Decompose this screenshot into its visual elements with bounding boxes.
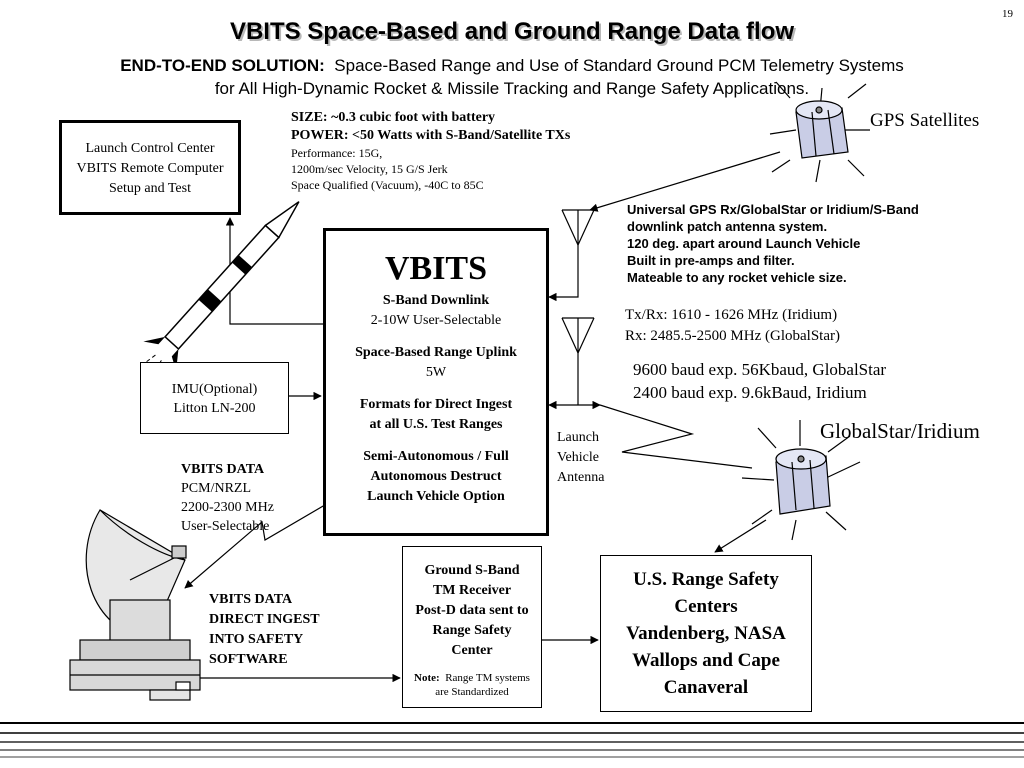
antenna-description: Universal GPS Rx/GlobalStar or Iridium/S… bbox=[627, 201, 919, 286]
frequency-block: Tx/Rx: 1610 - 1626 MHz (Iridium) Rx: 248… bbox=[625, 305, 840, 347]
vbits-sband-title: S-Band Downlink bbox=[382, 293, 490, 308]
vbits-sband-value: 2-10W User-Selectable bbox=[370, 313, 502, 328]
direct-ingest-line-2: DIRECT INGEST bbox=[209, 612, 320, 627]
vbits-formats-2: at all U.S. Test Ranges bbox=[369, 417, 503, 432]
radio-link-dish bbox=[184, 501, 331, 589]
subtitle-line-2: for All High-Dynamic Rocket & Missile Tr… bbox=[214, 79, 810, 98]
vbits-semi-3: Launch Vehicle Option bbox=[367, 489, 505, 504]
receiver-note: Note: Range TM systems are Standardized bbox=[403, 671, 541, 699]
launch-vehicle-antenna-label: Launch Vehicle Antenna bbox=[557, 428, 604, 488]
spec-size: SIZE: ~0.3 cubic foot with battery bbox=[291, 110, 496, 125]
baud-iridium: 2400 baud exp. 9.6kBaud, Iridium bbox=[633, 383, 867, 402]
launch-control-line-3: Setup and Test bbox=[109, 181, 191, 196]
receiver-line-3: Post-D data sent to bbox=[415, 603, 529, 618]
receiver-note-text-2: are Standardized bbox=[435, 686, 509, 698]
direct-ingest-line-3: INTO SAFETY bbox=[209, 632, 304, 647]
vbits-data-format: PCM/NRZL bbox=[181, 481, 252, 496]
subtitle-text-1: Space-Based Range and Use of Standard Gr… bbox=[334, 56, 904, 75]
vbits-main-box: VBITS S-Band Downlink 2-10W User-Selecta… bbox=[323, 228, 549, 536]
subtitle-line-1: END-TO-END SOLUTION: Space-Based Range a… bbox=[0, 56, 1024, 76]
imu-line-2: Litton LN-200 bbox=[173, 401, 256, 416]
vbits-semi-1: Semi-Autonomous / Full bbox=[363, 449, 509, 464]
radio-link-globalstar bbox=[599, 404, 753, 469]
launch-control-line-1: Launch Control Center bbox=[85, 141, 215, 156]
vbits-uplink-title: Space-Based Range Uplink bbox=[355, 345, 517, 360]
range-safety-line-5: Canaveral bbox=[663, 677, 749, 698]
direct-ingest-line-4: SOFTWARE bbox=[209, 652, 288, 667]
rocket-icon bbox=[138, 201, 300, 379]
vbits-uplink-value: 5W bbox=[425, 365, 447, 380]
launch-antenna-line-3: Antenna bbox=[557, 470, 605, 485]
antenna-desc-line-2: downlink patch antenna system. bbox=[627, 219, 828, 234]
globalstar-iridium-label: GlobalStar/Iridium bbox=[820, 419, 980, 443]
range-safety-centers-box: U.S. Range Safety Centers Vandenberg, NA… bbox=[600, 555, 812, 712]
range-safety-line-2: Centers bbox=[674, 596, 738, 617]
imu-line-1: IMU(Optional) bbox=[171, 382, 258, 397]
connector-gps-antenna bbox=[589, 151, 781, 212]
range-safety-line-4: Wallops and Cape bbox=[632, 650, 780, 671]
yagi-antenna-icon bbox=[561, 317, 595, 354]
connector-launch-control-vbits bbox=[225, 217, 323, 325]
ground-dish-antenna-icon bbox=[69, 509, 201, 701]
vbits-semi-2: Autonomous Destruct bbox=[370, 469, 502, 484]
page-number: 19 bbox=[1002, 8, 1013, 20]
range-safety-line-3: Vandenberg, NASA bbox=[626, 623, 786, 644]
receiver-line-4: Range Safety bbox=[432, 623, 512, 638]
receiver-line-1: Ground S-Band bbox=[424, 563, 520, 578]
baud-block: 9600 baud exp. 56Kbaud, GlobalStar 2400 … bbox=[633, 358, 886, 404]
connector-antenna2-vbits bbox=[548, 353, 601, 410]
receiver-line-5: Center bbox=[451, 643, 493, 658]
specs-block: SIZE: ~0.3 cubic foot with battery POWER… bbox=[291, 109, 570, 193]
antenna-desc-line-3: 120 deg. apart around Launch Vehicle bbox=[627, 236, 861, 251]
connector-globalstar-range-safety bbox=[714, 519, 767, 553]
receiver-note-text: Range TM systems bbox=[445, 672, 530, 684]
subtitle-bold-lead: END-TO-END SOLUTION: bbox=[120, 56, 325, 75]
gps-satellites-label: GPS Satellites bbox=[870, 110, 980, 131]
connector-antenna1-vbits bbox=[548, 245, 579, 302]
launch-antenna-line-2: Vehicle bbox=[557, 450, 599, 465]
launch-control-center-box: Launch Control Center VBITS Remote Compu… bbox=[59, 120, 241, 215]
receiver-note-label: Note: bbox=[414, 672, 440, 684]
vbits-data-selectable: User-Selectable bbox=[181, 519, 270, 534]
launch-control-line-2: VBITS Remote Computer bbox=[76, 161, 224, 176]
vbits-heading: VBITS bbox=[384, 250, 488, 287]
yagi-antenna-icon bbox=[561, 209, 595, 246]
globalstar-satellite-icon bbox=[741, 420, 861, 541]
direct-ingest-line-1: VBITS DATA bbox=[209, 592, 293, 607]
direct-ingest-block: VBITS DATA DIRECT INGEST INTO SAFETY SOF… bbox=[209, 590, 320, 670]
antenna-desc-line-1: Universal GPS Rx/GlobalStar or Iridium/S… bbox=[627, 202, 919, 217]
vbits-data-block: VBITS DATA PCM/NRZL 2200-2300 MHz User-S… bbox=[181, 460, 274, 536]
spec-performance: Performance: 15G, bbox=[291, 146, 383, 160]
vbits-formats-1: Formats for Direct Ingest bbox=[359, 397, 513, 412]
bottom-rule-lines bbox=[0, 722, 1024, 758]
vbits-data-frequency: 2200-2300 MHz bbox=[181, 500, 274, 515]
gps-satellite-icon bbox=[769, 81, 870, 183]
baud-globalstar: 9600 baud exp. 56Kbaud, GlobalStar bbox=[633, 360, 887, 379]
frequency-iridium: Tx/Rx: 1610 - 1626 MHz (Iridium) bbox=[625, 307, 838, 323]
receiver-line-2: TM Receiver bbox=[432, 583, 512, 598]
imu-box: IMU(Optional) Litton LN-200 bbox=[140, 362, 289, 434]
spec-space-qualified: Space Qualified (Vacuum), -40C to 85C bbox=[291, 178, 484, 192]
ground-receiver-box: Ground S-Band TM Receiver Post-D data se… bbox=[402, 546, 542, 708]
range-safety-line-1: U.S. Range Safety bbox=[633, 569, 779, 590]
page-title: VBITS Space-Based and Ground Range Data … bbox=[229, 18, 795, 45]
launch-antenna-line-1: Launch bbox=[557, 430, 599, 445]
antenna-desc-line-5: Mateable to any rocket vehicle size. bbox=[627, 270, 847, 285]
frequency-globalstar: Rx: 2485.5-2500 MHz (GlobalStar) bbox=[625, 328, 840, 344]
vbits-data-title: VBITS DATA bbox=[181, 462, 265, 477]
spec-velocity: 1200m/sec Velocity, 15 G/S Jerk bbox=[291, 162, 448, 176]
antenna-desc-line-4: Built in pre-amps and filter. bbox=[627, 253, 795, 268]
spec-power: POWER: <50 Watts with S-Band/Satellite T… bbox=[291, 128, 571, 143]
